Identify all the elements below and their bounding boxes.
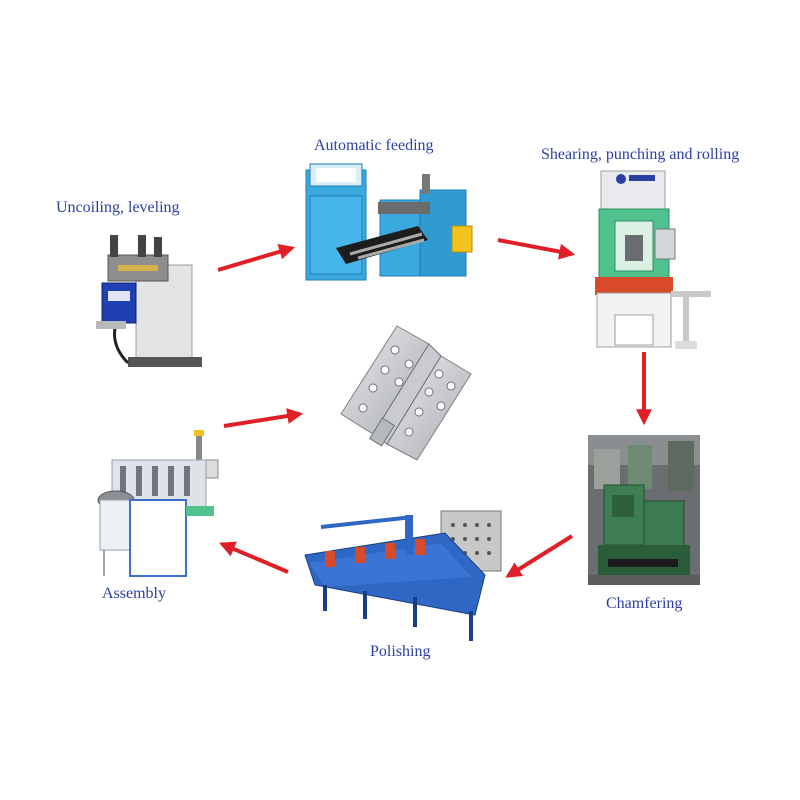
- arrow-uncoiling-to-feeding: [218, 248, 292, 270]
- arrow-feeding-to-punching: [498, 240, 572, 254]
- arrow-assembly-to-product: [224, 414, 300, 426]
- arrow-chamfering-to-polishing: [508, 536, 572, 576]
- arrow-polishing-to-assembly: [222, 544, 288, 572]
